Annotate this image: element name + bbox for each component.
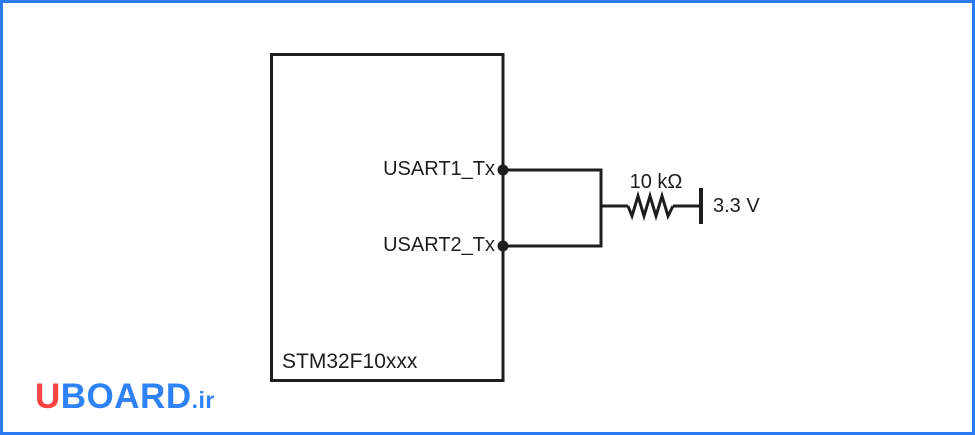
logo-suffix-ir: .ir [191,387,215,413]
pin-dot-usart1 [497,164,509,176]
resistor-zigzag [626,190,675,222]
chip-label: STM32F10xxx [282,350,418,373]
supply-voltage-label: 3.3 V [713,195,760,217]
logo-letter-u: U [35,377,61,416]
pin-dot-usart2 [497,240,509,252]
circuit-drawing [270,53,703,382]
mcu-box [270,53,505,382]
pin-label-usart1-tx: USART1_Tx [383,158,495,180]
pin-label-usart2-tx: USART2_Tx [383,234,495,256]
logo-text-board: BOARD [60,377,192,416]
resistor-value-label: 10 kΩ [629,171,683,193]
